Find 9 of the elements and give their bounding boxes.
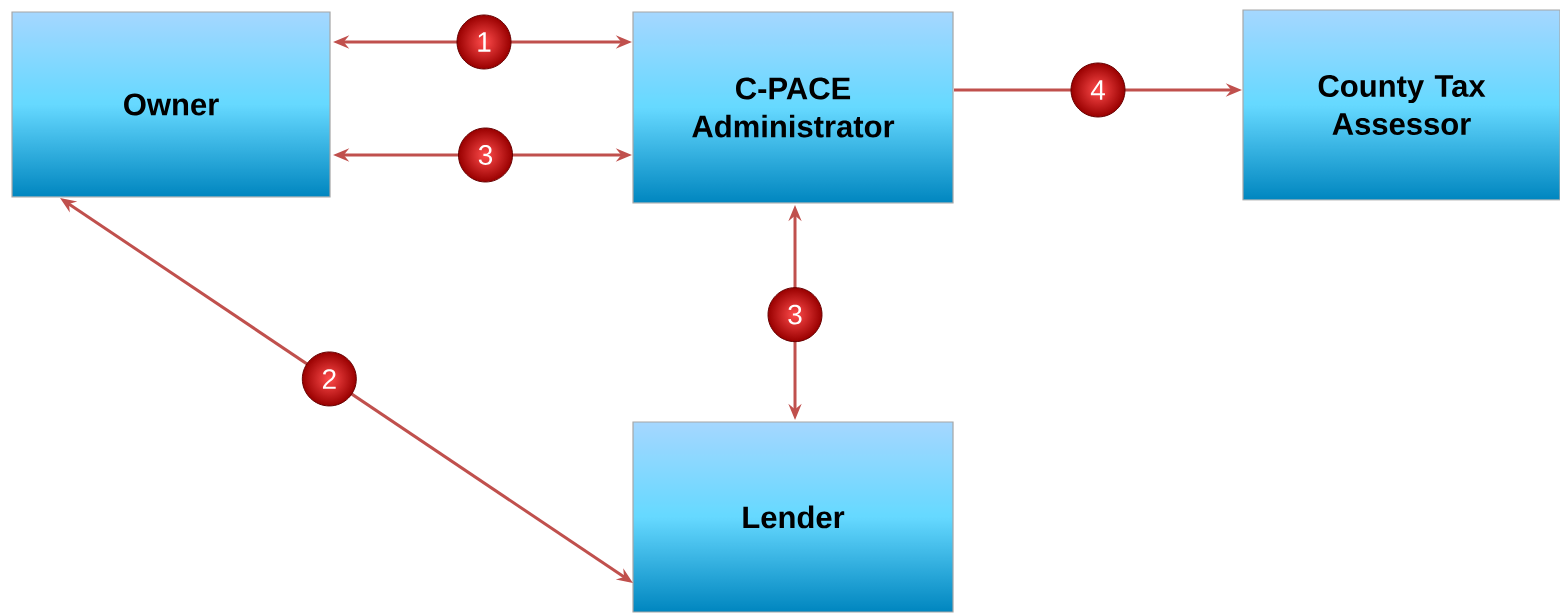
callout-number: 4 <box>1070 62 1126 118</box>
process-box: C-PACE Administrator <box>632 11 954 204</box>
process-box: Lender <box>632 421 954 613</box>
callout-number: 3 <box>458 127 513 183</box>
callout-number: 2 <box>301 351 357 407</box>
process-box: Owner <box>11 11 331 198</box>
callout-number: 1 <box>456 14 512 70</box>
process-box: County Tax Assessor <box>1242 9 1560 201</box>
callout-number: 3 <box>767 287 823 343</box>
